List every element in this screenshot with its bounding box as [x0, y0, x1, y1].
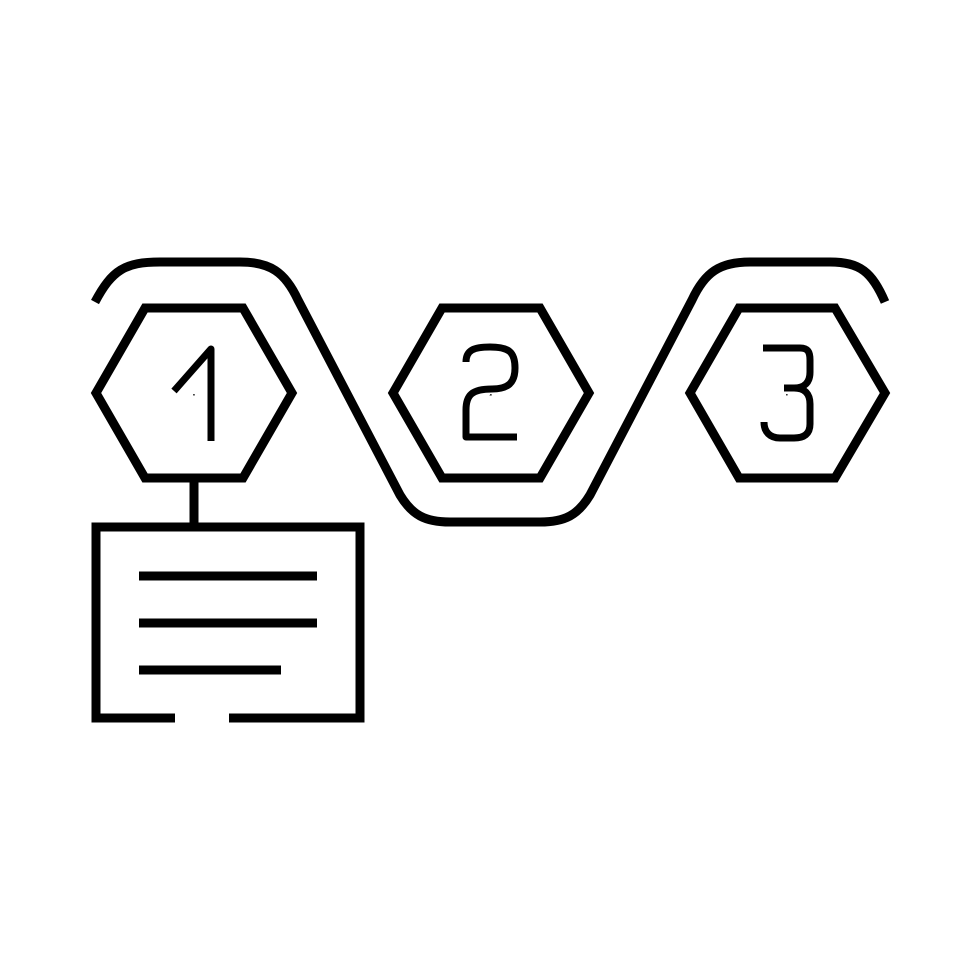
- step-1-hexagon: 1: [90, 303, 298, 483]
- step-1-number: 1: [171, 345, 215, 441]
- step-2-number: 2: [462, 343, 519, 441]
- svg-text:1: 1: [194, 394, 195, 396]
- step-3-number: 3: [760, 344, 814, 442]
- svg-text:3: 3: [787, 394, 788, 396]
- note-card: [91, 522, 365, 723]
- step-3-hexagon: 3: [684, 303, 891, 483]
- connecting-path: [91, 257, 890, 527]
- step-2-hexagon: 2: [387, 303, 595, 483]
- svg-text:2: 2: [491, 394, 492, 396]
